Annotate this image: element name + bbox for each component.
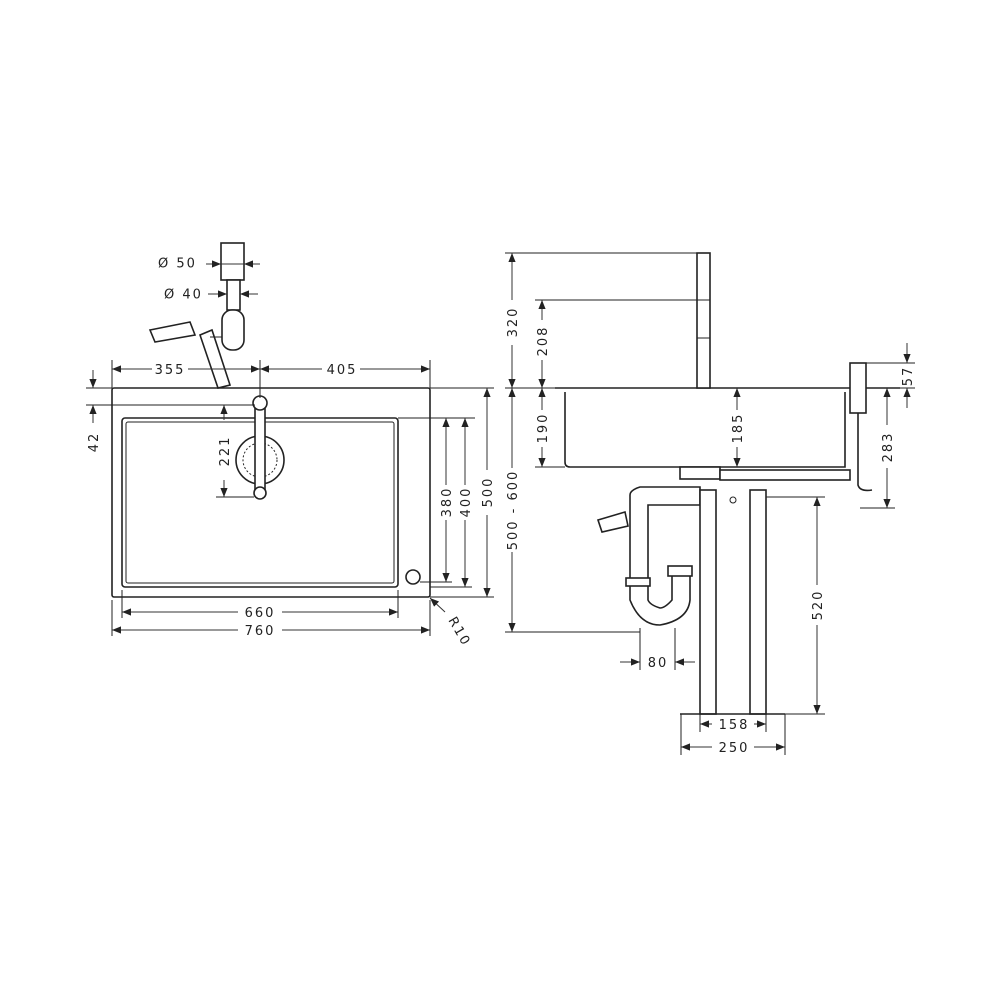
tap-top-icon [252,395,268,500]
dim-leg-outer: 250 [719,741,750,756]
cabinet-frame-icon [680,489,785,715]
dim-left-to-tap: 355 [155,363,186,378]
dim-basin-depth: 400 [459,487,474,518]
dim-tap-height: 320 [506,307,521,338]
dim-dispenser-height: 57 [901,366,916,387]
top-view: Ø 50 Ø 40 355 405 42 221 380 400 500 660… [86,242,496,650]
waste-pipe-icon [148,242,245,389]
dim-pipe-outer: Ø 50 [158,257,197,272]
dim-dispenser-depth: 283 [881,432,896,463]
dim-basin-height: 190 [536,413,551,444]
soap-dispenser-icon [849,362,873,492]
dimension-lines [86,260,494,636]
dim-overall-depth: 500 [481,477,496,508]
basin-side [564,392,846,468]
dim-trap-offset: 80 [648,656,669,671]
dim-drain-depth: 185 [731,413,746,444]
dim-overall-width: 760 [245,624,276,639]
side-view: 320 208 500 - 600 190 185 57 283 520 80 … [505,252,916,756]
dim-spout-height: 208 [536,326,551,357]
dim-tap-to-right: 405 [327,363,358,378]
overflow-icon [405,569,421,585]
dim-corner-radius: R10 [445,615,474,650]
drain-fitting-icon [679,466,721,480]
dim-cabinet-height: 520 [811,590,826,621]
side-dimension-lines [505,252,915,755]
dim-counter-height: 500 - 600 [506,470,521,551]
dim-edge-offset: 42 [87,432,102,453]
siphon-trap-icon [596,486,701,626]
dim-basin-depth-inner: 380 [440,487,455,518]
dim-basin-width: 660 [245,606,276,621]
dim-pipe-inner: Ø 40 [164,288,203,303]
dim-tap-length: 221 [218,436,233,467]
tap-side-icon [696,252,711,389]
sink-outline [111,387,431,598]
dim-leg-inner: 158 [719,718,750,733]
